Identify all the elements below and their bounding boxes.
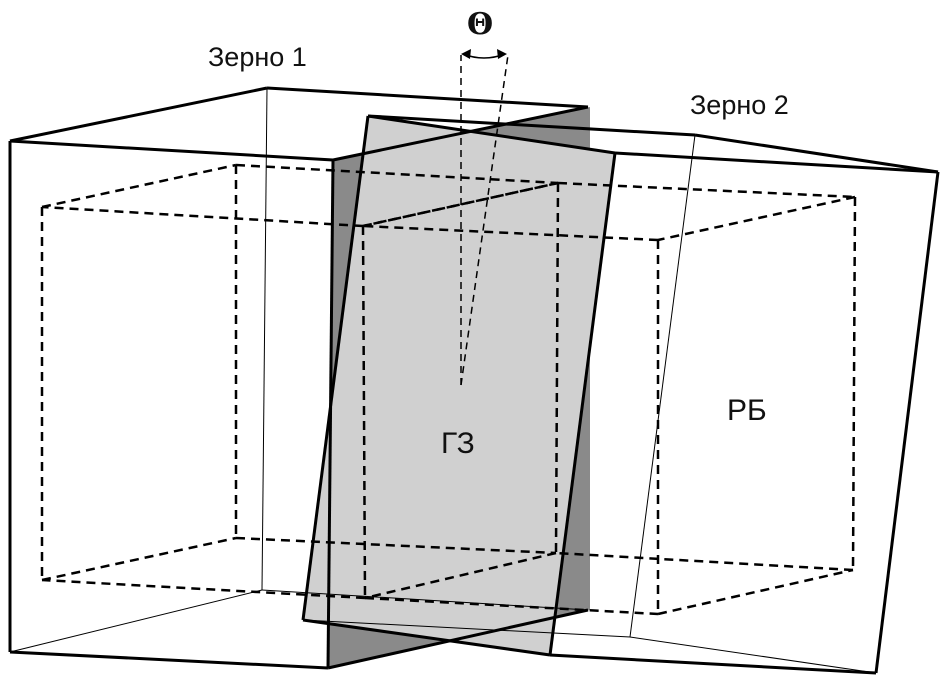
grain1-label: Зерно 1	[208, 42, 307, 72]
theta-arrow-right	[497, 49, 507, 59]
grain1-cube	[8, 86, 589, 670]
theta-angle-lines	[460, 54, 509, 386]
boundary-label: ГЗ	[441, 427, 475, 460]
rb-label: РБ	[727, 394, 767, 427]
theta-arrow-left	[461, 49, 471, 59]
grain2-label: Зерно 2	[690, 90, 789, 120]
boundary-plane	[303, 116, 615, 655]
grain2-cube	[301, 114, 940, 675]
inner-cube-2-dashed	[362, 181, 857, 616]
theta-label: Θ	[467, 7, 493, 42]
